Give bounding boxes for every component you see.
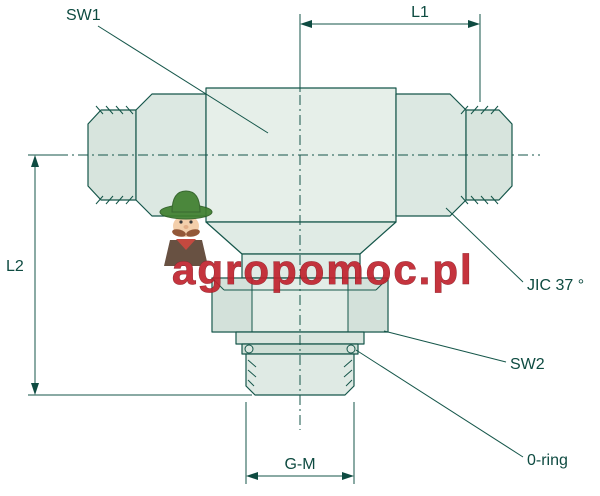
logo-eye-right bbox=[189, 220, 193, 224]
right-thread-ticks bbox=[460, 105, 499, 205]
label-oring: 0-ring bbox=[527, 452, 568, 469]
logo-kerchief bbox=[176, 239, 196, 250]
tee-fitting bbox=[87, 87, 513, 396]
logo-hat-crown bbox=[171, 190, 201, 213]
label-sw1: SW1 bbox=[66, 7, 101, 24]
logo-body bbox=[164, 240, 208, 266]
centerlines bbox=[58, 95, 540, 430]
arrowhead bbox=[468, 20, 480, 28]
watermark: agropomoc.pl bbox=[159, 190, 474, 293]
watermark-text: agropomoc.pl bbox=[172, 246, 474, 293]
dim-l2-label: L2 bbox=[6, 258, 24, 275]
label-jic37: JIC 37 ° bbox=[527, 277, 584, 294]
logo-eye-left bbox=[179, 220, 183, 224]
arrowhead bbox=[342, 472, 354, 480]
hex-facet-left bbox=[213, 279, 252, 331]
label-sw2: SW2 bbox=[510, 356, 545, 373]
arrowhead bbox=[300, 20, 312, 28]
right-port-nose bbox=[465, 109, 513, 201]
watermark-logo bbox=[159, 190, 213, 266]
left-thread-ticks bbox=[95, 105, 134, 205]
label-sw2-group: SW2 bbox=[383, 330, 545, 373]
label-jic-group: JIC 37 ° bbox=[445, 207, 584, 294]
logo-nose bbox=[183, 225, 189, 229]
hex-facet-right bbox=[348, 279, 387, 331]
stud-thread-ticks bbox=[247, 359, 353, 387]
arrowhead bbox=[31, 383, 39, 395]
dimensions: L1 L2 G-M SW1 JIC 37 ° bbox=[6, 4, 584, 484]
logo-mustache-left bbox=[172, 229, 186, 237]
o-ring-section-left bbox=[244, 344, 254, 354]
o-ring-section-right bbox=[346, 344, 356, 354]
label-sw1-group: SW1 bbox=[66, 7, 269, 134]
logo-mustache-right bbox=[186, 229, 200, 237]
arrowhead bbox=[31, 155, 39, 167]
dim-l1-label: L1 bbox=[411, 4, 429, 21]
dimension-l2: L2 bbox=[6, 154, 252, 396]
arrowhead bbox=[246, 472, 258, 480]
label-oring-group: 0-ring bbox=[355, 349, 568, 469]
dimension-gm: G-M bbox=[245, 402, 355, 484]
dimension-l1: L1 bbox=[299, 4, 481, 102]
threaded-stud bbox=[245, 353, 355, 396]
dim-gm-label: G-M bbox=[284, 456, 315, 473]
